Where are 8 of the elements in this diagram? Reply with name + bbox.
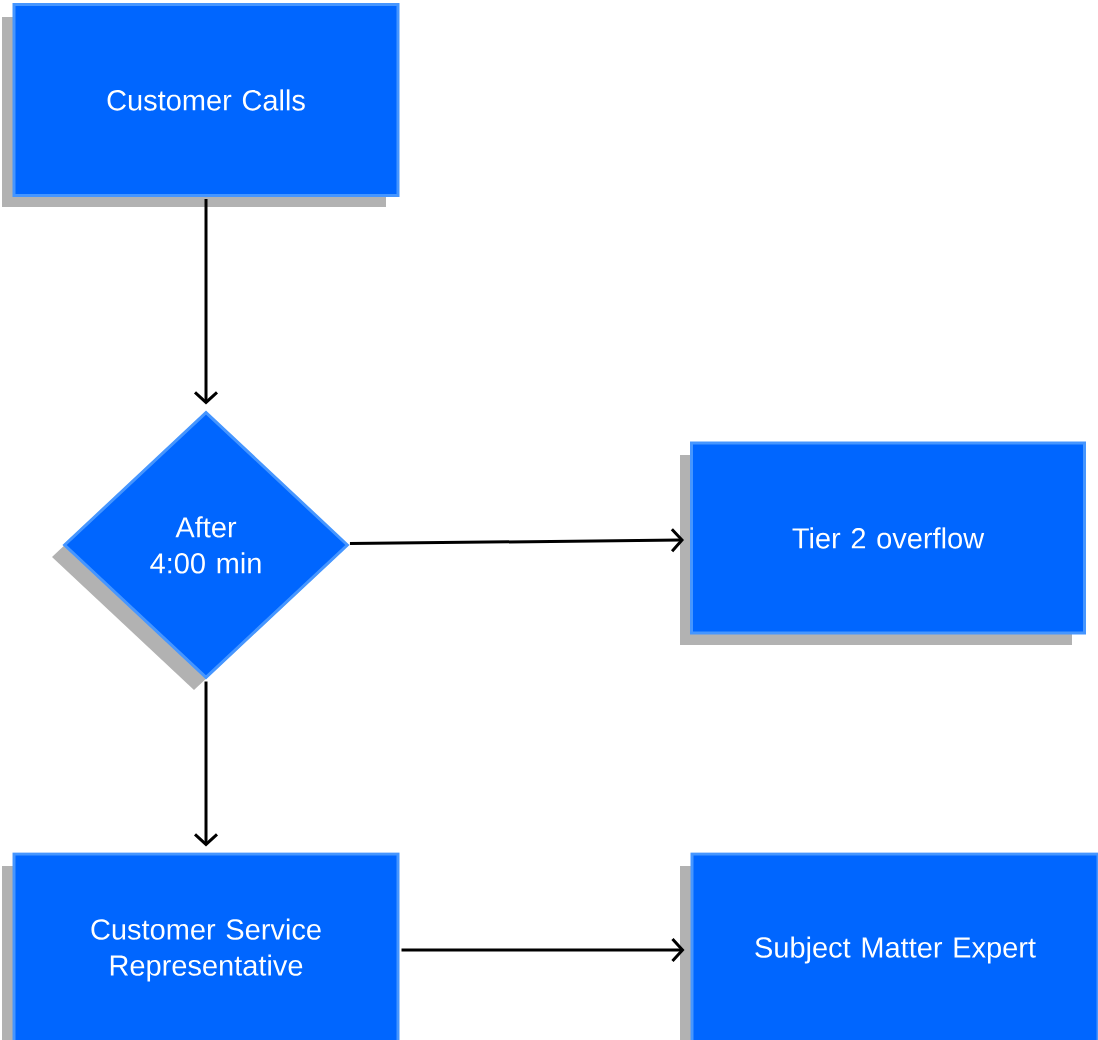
arrow (401, 937, 685, 962)
process-box: Customer Service Representative (2, 852, 400, 1040)
process-box: Subject Matter Expert (680, 852, 1098, 1040)
process-box: Tier 2 overflow (680, 441, 1086, 645)
arrow (194, 199, 218, 405)
arrow (194, 681, 218, 847)
process-box: Customer Calls (2, 3, 400, 207)
arrow (349, 528, 684, 553)
